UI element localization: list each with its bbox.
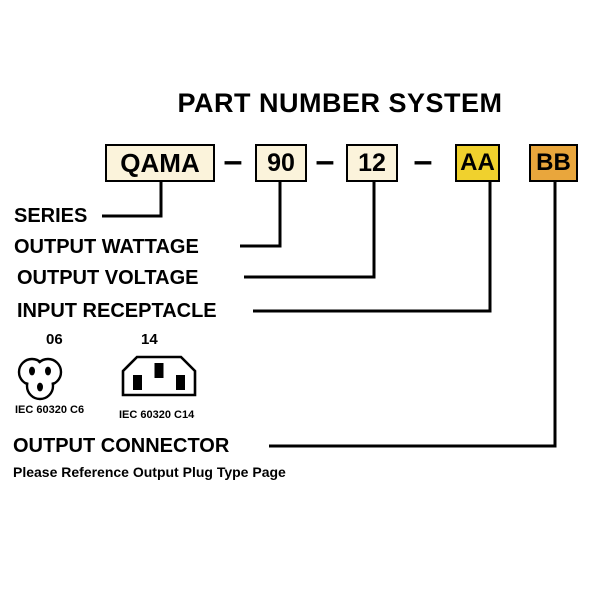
pointer-line-input-receptacle — [253, 182, 492, 313]
separator-dash: – — [223, 142, 243, 180]
iec-c14-connector-icon — [121, 355, 197, 397]
receptacle-caption-c14: IEC 60320 C14 — [119, 409, 195, 421]
receptacle-code-14: 14 — [141, 331, 158, 348]
label-output-wattage: OUTPUT WATTAGE — [14, 236, 199, 258]
separator-dash: – — [315, 142, 335, 180]
pointer-line-series — [102, 182, 163, 218]
iec-c6-connector-icon — [17, 357, 63, 401]
segment-box-input-receptacle: AA — [455, 144, 500, 182]
pointer-line-output-voltage — [244, 182, 376, 279]
label-input-receptacle: INPUT RECEPTACLE — [17, 300, 217, 322]
label-output-connector: OUTPUT CONNECTOR — [13, 435, 230, 457]
segment-box-output-connector: BB — [529, 144, 578, 182]
footnote: Please Reference Output Plug Type Page — [13, 464, 286, 480]
pointer-line-output-connector — [269, 182, 557, 448]
label-series: SERIES — [14, 205, 88, 227]
segment-box-output-wattage: 90 — [255, 144, 307, 182]
pointer-line-output-wattage — [240, 182, 282, 248]
segment-box-output-voltage: 12 — [346, 144, 398, 182]
label-output-voltage: OUTPUT VOLTAGE — [17, 267, 199, 289]
segment-box-series: QAMA — [105, 144, 215, 182]
page-title: PART NUMBER SYSTEM — [177, 88, 503, 118]
separator-dash: – — [413, 142, 433, 180]
receptacle-code-06: 06 — [46, 331, 63, 348]
receptacle-caption-c6: IEC 60320 C6 — [15, 404, 85, 416]
